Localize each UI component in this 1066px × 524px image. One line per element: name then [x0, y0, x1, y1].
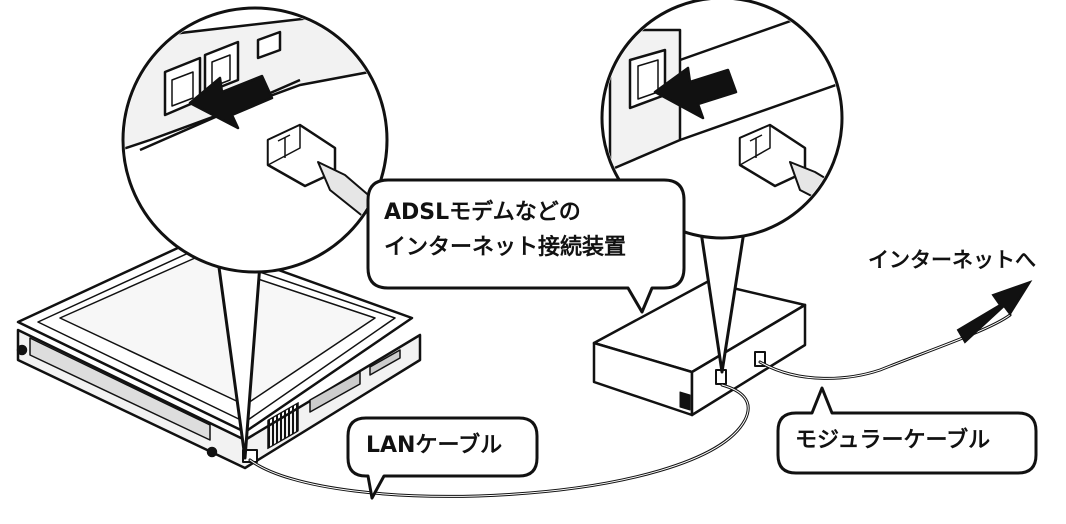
lan-cable-bubble [346, 416, 539, 500]
modular-cable-label: モジュラーケーブル [795, 428, 991, 453]
cables [248, 313, 1012, 498]
router-illustration [592, 280, 807, 417]
internet-label: インターネットへ [868, 248, 1036, 272]
internet-arrow-icon [956, 280, 1033, 344]
router-label-bubble [366, 178, 686, 314]
laptop-illustration [16, 238, 422, 470]
modular-cable-bubble [776, 386, 1038, 475]
router-label-line1: ADSLモデムなどの [384, 200, 581, 225]
laptop-port-zoom [121, 6, 389, 460]
lan-cable-label: LANケーブル [366, 433, 503, 458]
router-label-line2: インターネット接続装置 [384, 235, 627, 260]
